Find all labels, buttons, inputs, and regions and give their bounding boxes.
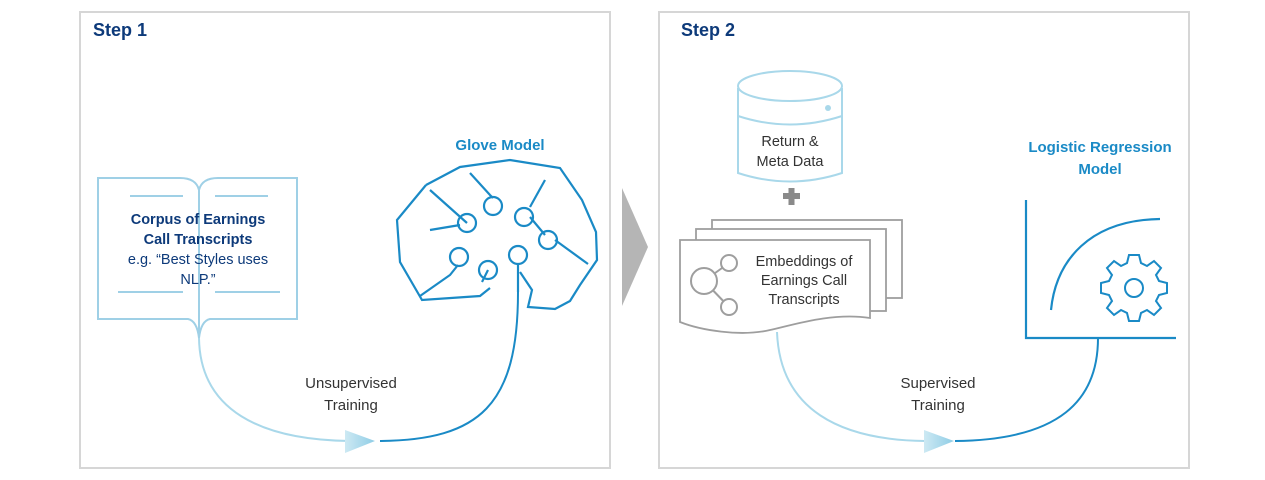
embeddings-line1: Embeddings of xyxy=(755,254,853,270)
database-icon xyxy=(737,70,843,183)
database-line2: Meta Data xyxy=(756,154,824,170)
embeddings-line2: Earnings Call xyxy=(760,273,848,289)
step1-panel xyxy=(79,11,611,469)
step1-title: Step 1 xyxy=(93,20,148,40)
embedding-nodes-icon xyxy=(690,254,738,316)
corpus-title-line2: Call Transcripts xyxy=(143,232,253,248)
process-arrow-icon xyxy=(622,188,648,306)
embeddings-label: Embeddings of Earnings Call Transcripts xyxy=(740,253,868,310)
logistic-regression-line1: Logistic Regression xyxy=(1028,139,1172,156)
unsupervised-training-label: Unsupervised Training xyxy=(271,373,431,417)
supervised-training-line1: Supervised xyxy=(900,375,976,392)
supervised-training-label: Supervised Training xyxy=(858,373,1018,417)
unsupervised-training-arrow xyxy=(198,291,519,453)
corpus-example-line2: NLP.” xyxy=(180,272,216,288)
plus-icon xyxy=(783,188,800,205)
embeddings-line3: Transcripts xyxy=(768,292,840,308)
step2-title: Step 2 xyxy=(681,20,736,40)
brain-network-icon xyxy=(395,158,599,311)
corpus-label: Corpus of Earnings Call Transcripts e.g.… xyxy=(108,210,288,290)
logistic-regression-label: Logistic Regression Model xyxy=(1010,137,1190,181)
corpus-title-line1: Corpus of Earnings xyxy=(130,212,266,228)
logistic-regression-line2: Model xyxy=(1078,161,1122,178)
glove-model-label: Glove Model xyxy=(455,137,545,154)
database-label: Return & Meta Data xyxy=(738,132,842,172)
unsupervised-training-line2: Training xyxy=(324,397,378,414)
supervised-training-line2: Training xyxy=(911,397,965,414)
open-book-icon xyxy=(97,177,298,339)
unsupervised-training-line1: Unsupervised xyxy=(305,375,397,392)
database-line1: Return & xyxy=(761,134,819,150)
supervised-training-arrow xyxy=(776,331,1099,453)
regression-chart-icon xyxy=(1024,200,1176,340)
gear-icon xyxy=(1100,254,1168,322)
corpus-example-line1: e.g. “Best Styles uses xyxy=(127,252,269,268)
